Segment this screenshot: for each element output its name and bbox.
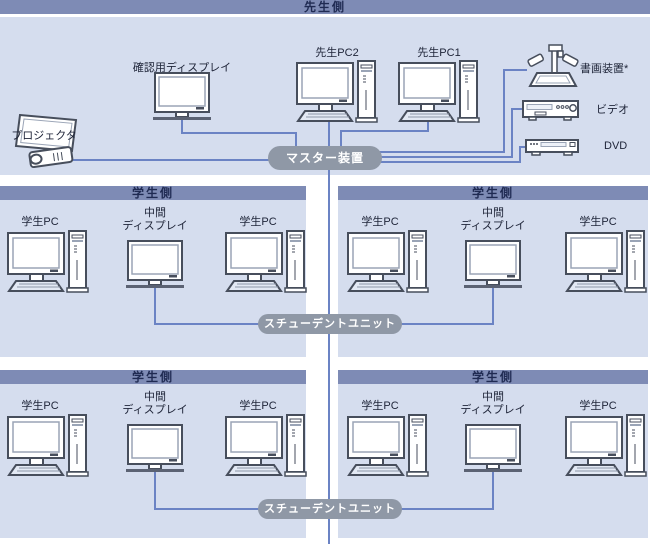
pc-icon — [295, 60, 379, 124]
middle-display-label: 中間ディスプレイ — [443, 207, 543, 233]
student-unit-badge-bottom: スチューデントユニット — [258, 499, 402, 519]
dvd-player-icon — [524, 136, 582, 158]
student-pc-label: 学生PC — [579, 400, 617, 412]
middle-display-label-line1: 中間 — [144, 391, 166, 403]
student-panel-header: 学生側 — [0, 186, 306, 200]
middle-display-label-line1: 中間 — [482, 391, 504, 403]
middle-display-label-line2: ディスプレイ — [460, 220, 526, 232]
middle-display-label-line2: ディスプレイ — [122, 220, 188, 232]
student-pc-label: 学生PC — [579, 216, 617, 228]
middle-display-label-line1: 中間 — [144, 207, 166, 219]
wire-top-left-display — [154, 288, 262, 325]
middle-display-label: 中間ディスプレイ — [105, 207, 205, 233]
confirm-display-label: 確認用ディスプレイ — [132, 62, 232, 74]
student-pc-label: 学生PC — [361, 216, 399, 228]
display-icon — [152, 72, 212, 120]
student-pc-label: 学生PC — [21, 216, 59, 228]
projector-label: プロジェクタ — [11, 130, 77, 142]
student-panel-top-left: 学生側 学生PC 中間ディスプレイ 学生PC — [0, 186, 306, 357]
wire-dvd — [378, 146, 527, 163]
doc-camera-label: 書画装置* — [580, 63, 629, 75]
wire-teacher-pc1 — [340, 122, 429, 150]
wire-bottom-left-display — [154, 472, 262, 510]
wire-confirm-display — [181, 118, 297, 150]
student-pc-label: 学生PC — [239, 216, 277, 228]
wire-top-right-display — [398, 288, 494, 325]
middle-display-label-line2: ディスプレイ — [122, 404, 188, 416]
wire-doc-camera — [378, 69, 527, 153]
middle-display-label: 中間ディスプレイ — [443, 391, 543, 417]
dvd-label: DVD — [604, 140, 628, 152]
student-unit-badge-top: スチューデントユニット — [258, 314, 402, 334]
student-pc-label: 学生PC — [21, 400, 59, 412]
wire-bottom-right-display — [398, 472, 494, 510]
teacher-pc1-label: 先生PC1 — [417, 47, 461, 59]
document-camera-icon — [525, 44, 581, 90]
middle-display-label-line2: ディスプレイ — [460, 404, 526, 416]
middle-display-label-line1: 中間 — [482, 207, 504, 219]
video-label: ビデオ — [596, 104, 629, 116]
student-panel-header: 学生側 — [338, 186, 648, 200]
master-unit-badge: マスター装置 — [268, 146, 382, 170]
vcr-icon — [522, 96, 580, 124]
student-pc-label: 学生PC — [239, 400, 277, 412]
middle-display-label: 中間ディスプレイ — [105, 391, 205, 417]
teacher-section-header: 先生側 — [0, 0, 650, 14]
projector-icon — [8, 114, 80, 172]
teacher-pc2-label: 先生PC2 — [315, 47, 359, 59]
wire-video — [378, 108, 524, 158]
student-panel-header: 学生側 — [338, 370, 648, 384]
student-panel-header: 学生側 — [0, 370, 306, 384]
student-pc-label: 学生PC — [361, 400, 399, 412]
pc-icon — [397, 60, 481, 124]
